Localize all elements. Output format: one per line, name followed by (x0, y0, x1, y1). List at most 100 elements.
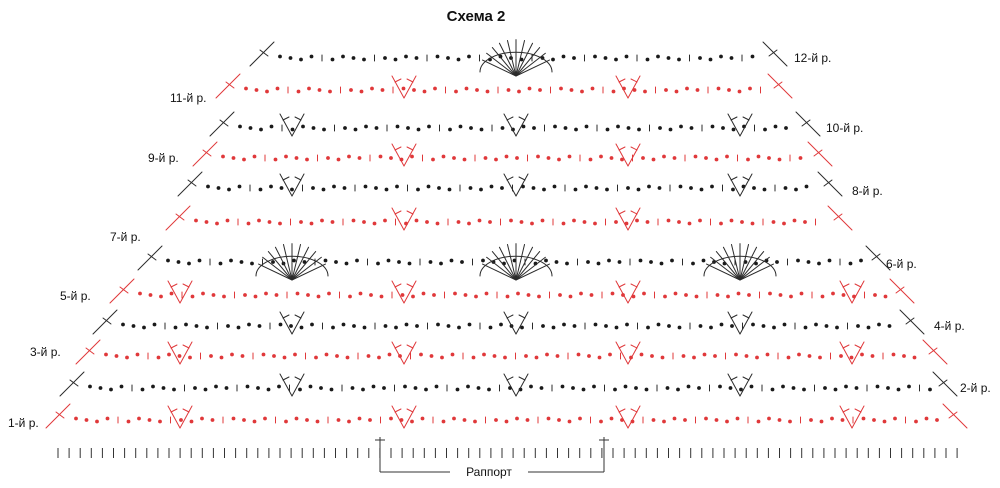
chain-stitch-dot (485, 89, 490, 94)
chain-stitch-dot (309, 221, 314, 226)
dc-crossbar (854, 344, 862, 349)
chain-stitch-dot (424, 387, 428, 392)
chain-stitch-dot (440, 355, 444, 360)
chain-stitch-dot (833, 387, 838, 392)
chain-stitch-dot (807, 354, 812, 358)
chain-stitch-dot (593, 322, 598, 327)
chain-stitch-dot (453, 291, 457, 296)
chain-stitch-dot (659, 261, 664, 266)
chain-stitch-dot (662, 419, 666, 424)
chain-stitch-dot (380, 88, 385, 92)
row-label-2: 2-й р. (960, 381, 991, 395)
chain-stitch-dot (673, 291, 678, 296)
chain-stitch-dot (716, 86, 721, 91)
chain-stitch-dot (567, 154, 572, 159)
chain-stitch-dot (105, 416, 110, 421)
chain-stitch-dot (768, 291, 772, 296)
chain-stitch-dot (827, 258, 832, 263)
chain-stitch-dot (258, 187, 263, 192)
chain-stitch-dot (681, 354, 686, 358)
chain-stitch-dot (321, 187, 326, 192)
edge-crossbar (219, 119, 229, 127)
edge-stitch-symbol (762, 41, 788, 67)
chain-stitch-dot (866, 325, 871, 330)
chain-stitch-dot (227, 187, 231, 192)
chain-stitch-dot (407, 261, 412, 266)
chain-stitch-dot (173, 325, 178, 330)
chain-stitch-dot (841, 293, 846, 297)
chain-stitch-dot (383, 324, 388, 328)
chain-stitch-dot (636, 187, 641, 192)
chain-stitch-dot (238, 124, 242, 129)
chain-stitch-dot (468, 186, 473, 190)
chain-stitch-dot (374, 126, 379, 130)
chain-stitch-dot (481, 258, 485, 263)
chain-stitch-dot (698, 218, 702, 223)
chain-stitch-dot (412, 88, 416, 92)
row-label-8: 8-й р. (852, 184, 883, 198)
dc-crossbar (294, 376, 302, 381)
chain-stitch-dot (433, 86, 437, 91)
edge-stitch-symbol (899, 309, 925, 335)
dc-stitch-symbol (627, 207, 641, 231)
chain-stitch-dot (683, 418, 687, 422)
chain-stitch-dot (689, 186, 693, 190)
edge-stitch-symbol (215, 73, 241, 99)
chain-stitch-dot (644, 387, 649, 392)
chain-stitch-dot (584, 124, 589, 129)
shell-stitch (739, 251, 765, 281)
dc-stitch-symbol (727, 113, 741, 137)
chain-stitch-dot (616, 124, 620, 129)
dc-crossbar (842, 283, 850, 288)
chain-stitch-dot (756, 154, 761, 159)
chain-stitch-dot (579, 291, 583, 296)
chain-stitch-dot (672, 416, 677, 421)
chain-stitch-dot (336, 157, 341, 162)
chain-stitch-dot (538, 88, 542, 92)
chain-stitch-dot (624, 54, 629, 59)
dc-crossbar (842, 344, 850, 349)
edge-stitch-symbol (767, 73, 793, 99)
dc-stitch-symbol (279, 311, 293, 335)
chain-stitch-dot (316, 294, 321, 299)
chain-stitch-dot (525, 418, 530, 422)
chain-stitch-dot (737, 89, 742, 94)
chain-stitch-dot (646, 325, 650, 330)
dc-stitch-symbol (403, 405, 417, 429)
edge-crossbar (948, 411, 958, 419)
dc-stitch-symbol (167, 341, 181, 365)
chain-stitch-dot (167, 352, 171, 357)
chain-stitch-dot (351, 218, 356, 223)
chain-stitch-dot (224, 386, 229, 390)
chain-stitch-dot (731, 127, 736, 132)
chain-stitch-dot (710, 124, 715, 129)
dc-stitch-symbol (503, 311, 517, 335)
chain-stitch-dot (735, 416, 740, 421)
chain-stitch-dot (176, 260, 181, 264)
dc-crossbar (518, 314, 526, 319)
chain-stitch-dot (269, 184, 273, 189)
chain-stitch-dot (605, 127, 610, 132)
chain-stitch-dot (307, 86, 311, 91)
chain-stitch-dot (467, 54, 471, 59)
chain-stitch-dot (635, 218, 639, 223)
chain-stitch-dot (169, 291, 174, 296)
chain-stitch-dot (299, 220, 303, 224)
chain-stitch-dot (818, 355, 822, 360)
chain-stitch-dot (243, 293, 247, 297)
dc-crossbar (394, 283, 402, 288)
chain-stitch-dot (634, 386, 638, 390)
chain-stitch-dot (552, 184, 557, 189)
shell-stitch (739, 244, 750, 281)
chain-stitch-dot (265, 89, 269, 94)
chain-stitch-dot (250, 261, 254, 266)
edge-stitch-symbol (889, 278, 915, 304)
chain-stitch-dot (676, 387, 680, 392)
chain-stitch-dot (517, 89, 521, 94)
dc-stitch-symbol (291, 113, 305, 137)
chain-stitch-dot (387, 352, 392, 357)
chain-stitch-dot (363, 184, 368, 189)
edge-crossbar (102, 317, 112, 325)
chain-stitch-dot (844, 384, 848, 389)
chain-stitch-dot (416, 127, 421, 132)
